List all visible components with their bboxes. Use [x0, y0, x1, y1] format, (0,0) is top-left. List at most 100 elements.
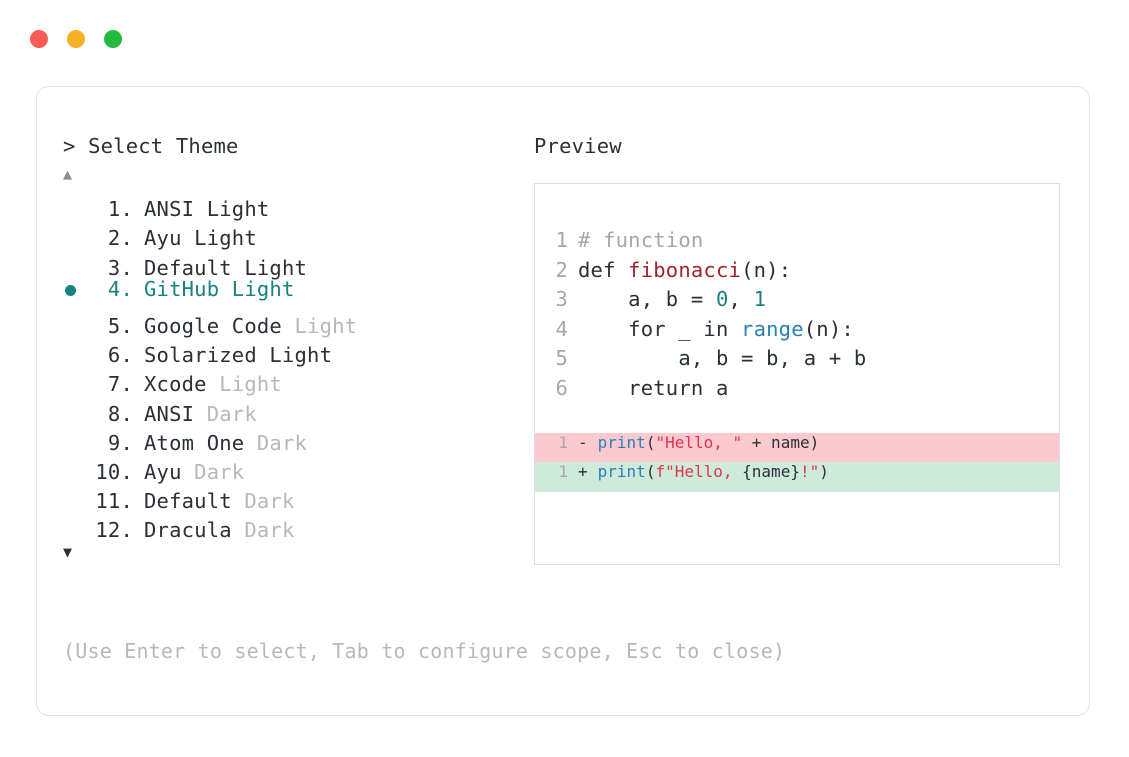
theme-item-name: Xcode: [144, 372, 207, 397]
theme-list-item[interactable]: 8.ANSI Dark: [63, 391, 533, 426]
scroll-up-arrow-icon[interactable]: ▲: [63, 165, 73, 183]
theme-item-number: 4.: [95, 276, 133, 301]
code-source: a, b = b, a + b: [568, 344, 866, 374]
code-token: fibonacci: [628, 257, 742, 282]
code-line: 5 a, b = b, a + b: [535, 344, 1059, 374]
code-token: # function: [578, 228, 704, 252]
code-gap: [535, 403, 1059, 433]
keyboard-hint: (Use Enter to select, Tab to configure s…: [63, 639, 786, 663]
theme-item-name: Atom One: [144, 430, 245, 455]
theme-item-name: Google Code: [144, 313, 282, 338]
line-number: 2: [555, 257, 568, 282]
theme-list-item[interactable]: 10.Ayu Dark: [63, 450, 533, 484]
line-number: 6: [555, 375, 568, 400]
diff-source: print("Hello, " + name): [588, 433, 820, 452]
selection-indicator-cell: [63, 421, 89, 450]
theme-item-number: 2.: [95, 226, 133, 251]
selection-indicator-cell: [63, 508, 89, 537]
diff-source: print(f"Hello, {name}!"): [588, 462, 829, 481]
window-traffic-lights: [30, 30, 122, 48]
diff-line-number: 1: [558, 462, 568, 481]
theme-item-name: Ayu: [144, 459, 182, 484]
code-source: return a: [568, 374, 729, 404]
theme-item-number: 1.: [95, 197, 133, 222]
theme-item-variant: Dark: [181, 459, 245, 484]
maximize-button[interactable]: [104, 30, 122, 48]
theme-selector-column: > Select Theme ▲ 1.ANSI Light 2. Ayu Ligh…: [63, 131, 533, 567]
theme-list-item[interactable]: 3.Default Light: [63, 245, 533, 280]
code-token: {name}: [742, 462, 800, 481]
selector-title: > Select Theme: [63, 131, 533, 161]
diff-sign: +: [578, 462, 588, 481]
code-token: + name): [742, 432, 820, 452]
line-number: 3: [555, 287, 568, 311]
scroll-down-arrow-icon[interactable]: ▼: [63, 543, 73, 562]
theme-item-variant: Dark: [231, 518, 295, 543]
selection-indicator-cell: [63, 304, 89, 333]
code-line: 4 for _ in range(n):: [535, 315, 1059, 345]
code-source: def fibonacci(n):: [568, 256, 791, 286]
code-token: ,: [728, 287, 754, 311]
code-token: (: [645, 462, 656, 481]
theme-item-variant: Dark: [244, 430, 308, 455]
theme-item-number: 7.: [95, 372, 133, 397]
code-token: 1: [753, 287, 767, 311]
theme-list-item[interactable]: 6.Solarized Light: [63, 333, 533, 367]
theme-item-name: Solarized Light: [144, 343, 333, 368]
code-token: return a: [578, 375, 729, 400]
diff-line-add: 1 +print(f"Hello, {name}!"): [535, 462, 1059, 492]
theme-item-variant: Light: [281, 313, 358, 338]
code-token: (n):: [741, 257, 792, 282]
code-token: a, b =: [578, 287, 716, 311]
selection-indicator-cell: [63, 450, 89, 479]
code-line: 1# function: [535, 226, 1059, 256]
theme-item-name: Default: [144, 489, 232, 514]
code-token: 0: [715, 287, 729, 311]
theme-list-item[interactable]: 7.Xcode Light: [63, 362, 533, 396]
diff-preview: 1-print("Hello, " + name)1+print(f"Hello…: [535, 432, 1059, 492]
close-button[interactable]: [30, 30, 48, 48]
selection-indicator-cell: [63, 479, 89, 508]
theme-selector-card: > Select Theme ▲ 1.ANSI Light 2. Ayu Ligh…: [36, 86, 1090, 716]
code-token: print: [597, 462, 646, 481]
theme-item-number: 3.: [95, 255, 133, 280]
theme-list-item[interactable]: 1.ANSI Light: [63, 187, 533, 221]
theme-item-variant: Dark: [194, 401, 257, 426]
diff-sign: -: [578, 432, 588, 452]
theme-list-item[interactable]: 11. Default Dark: [63, 479, 533, 513]
selection-indicator-cell: [63, 187, 89, 216]
theme-list-item[interactable]: 12.Dracula Dark: [63, 508, 533, 542]
code-token: for _ in: [578, 316, 742, 341]
minimize-button[interactable]: [67, 30, 85, 48]
code-token: def: [578, 257, 629, 282]
theme-item-name: Dracula: [144, 518, 232, 543]
code-source: # function: [568, 226, 703, 256]
theme-item-number: 9.: [95, 430, 133, 455]
selection-indicator-cell: [63, 275, 89, 304]
line-number: 4: [555, 316, 568, 341]
theme-list-item[interactable]: 5.Google Code Light: [63, 304, 533, 338]
theme-list: 1.ANSI Light 2.Ayu Light 3.Default Light…: [63, 187, 533, 542]
selection-indicator-cell: [63, 216, 89, 245]
theme-list-item[interactable]: 9. Atom One Dark: [63, 421, 533, 455]
code-source: a, b = 0, 1: [568, 285, 766, 315]
theme-item-variant: Dark: [231, 489, 295, 514]
code-token: range: [741, 316, 804, 341]
code-token: print: [597, 432, 646, 452]
theme-item-name: Ayu Light: [144, 226, 257, 251]
theme-list-item[interactable]: 4. GitHub Light: [63, 275, 533, 304]
theme-item-number: 8.: [95, 401, 133, 426]
code-token: ): [819, 462, 829, 481]
code-line: 6 return a: [535, 374, 1059, 404]
diff-line-number: 1: [558, 432, 568, 452]
selection-indicator-cell: [63, 362, 89, 391]
code-token: "Hello, ": [655, 432, 743, 452]
theme-item-name: GitHub Light: [144, 276, 295, 301]
selection-indicator-cell: [63, 333, 89, 362]
preview-label: Preview: [534, 134, 622, 158]
theme-item-number: 11.: [95, 489, 133, 514]
theme-list-item[interactable]: 2. Ayu Light: [63, 216, 533, 250]
